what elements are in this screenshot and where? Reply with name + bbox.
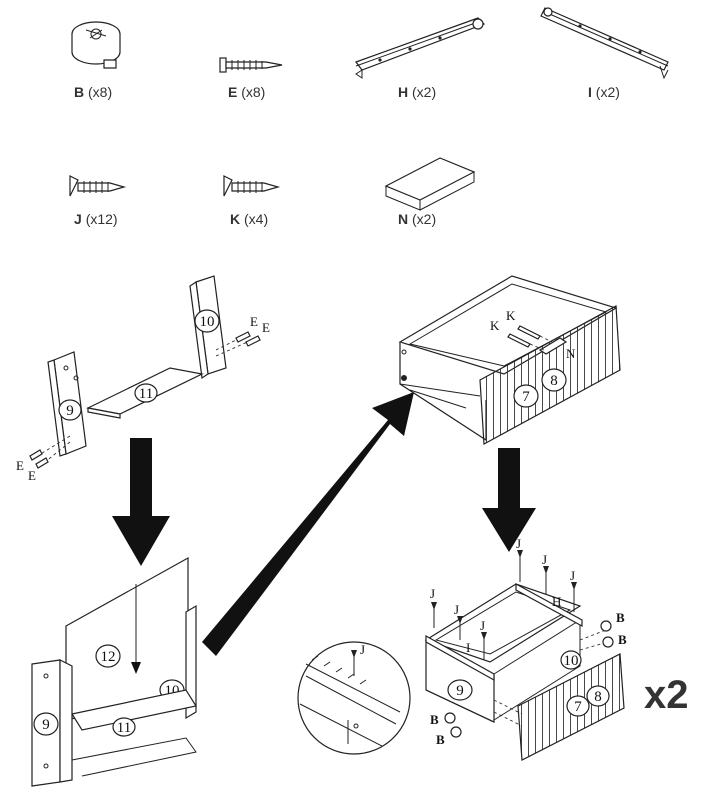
svg-text:B: B [618, 632, 627, 647]
arrow-down-icon [482, 448, 536, 552]
part-e-label: E (x8) [228, 84, 265, 100]
part-b-label: B (x8) [74, 84, 112, 100]
part-i-icon [540, 7, 669, 80]
svg-text:10: 10 [200, 314, 215, 330]
svg-text:7: 7 [522, 389, 530, 405]
part-i-label: I (x2) [588, 84, 620, 100]
svg-text:I: I [466, 640, 470, 655]
part-k-label: K (x4) [230, 211, 268, 227]
svg-text:8: 8 [594, 689, 602, 705]
part-k-icon [223, 175, 281, 197]
part-j-label: J (x12) [74, 211, 118, 227]
part-n-label: N (x2) [398, 211, 436, 227]
svg-text:J: J [454, 602, 459, 617]
svg-text:N: N [566, 346, 576, 361]
svg-text:J: J [542, 552, 547, 567]
step1-assembly: 10 11 9 E E E E [16, 275, 270, 483]
svg-text:B: B [616, 610, 625, 625]
svg-text:B: B [436, 732, 445, 747]
arrow-down-icon [112, 438, 170, 566]
step2-assembly: 10 11 9 12 [31, 556, 197, 787]
svg-text:11: 11 [117, 720, 131, 736]
svg-text:9: 9 [456, 683, 464, 699]
part-h-icon [355, 17, 486, 79]
svg-text:8: 8 [550, 373, 558, 389]
svg-text:9: 9 [42, 717, 50, 733]
svg-text:E: E [28, 468, 36, 483]
svg-text:J: J [360, 642, 365, 657]
svg-text:7: 7 [574, 699, 582, 715]
svg-text:11: 11 [139, 386, 153, 402]
svg-text:E: E [262, 320, 270, 335]
repeat-multiplier: x2 [644, 673, 689, 717]
svg-text:9: 9 [66, 403, 74, 419]
svg-text:K: K [506, 308, 516, 323]
part-h-label: H (x2) [398, 84, 436, 100]
svg-text:B: B [430, 712, 439, 727]
svg-text:12: 12 [101, 649, 116, 665]
part-e-icon [219, 57, 283, 73]
part-n-icon [384, 157, 476, 211]
step3-assembly: 7 8 N K K [398, 275, 621, 445]
svg-text:J: J [516, 536, 521, 551]
svg-text:H: H [552, 594, 561, 609]
svg-text:J: J [480, 618, 485, 633]
part-j-icon [69, 175, 127, 197]
svg-text:E: E [250, 314, 258, 329]
svg-text:E: E [16, 458, 24, 473]
svg-text:K: K [490, 318, 500, 333]
svg-text:10: 10 [564, 653, 579, 669]
svg-text:J: J [430, 586, 435, 601]
arrow-diagonal-icon [202, 392, 414, 656]
step4-assembly: 9 10 I H J J J J J J 7 8 B B B B [297, 536, 689, 761]
svg-text:J: J [570, 568, 575, 583]
part-b-icon [71, 21, 121, 69]
